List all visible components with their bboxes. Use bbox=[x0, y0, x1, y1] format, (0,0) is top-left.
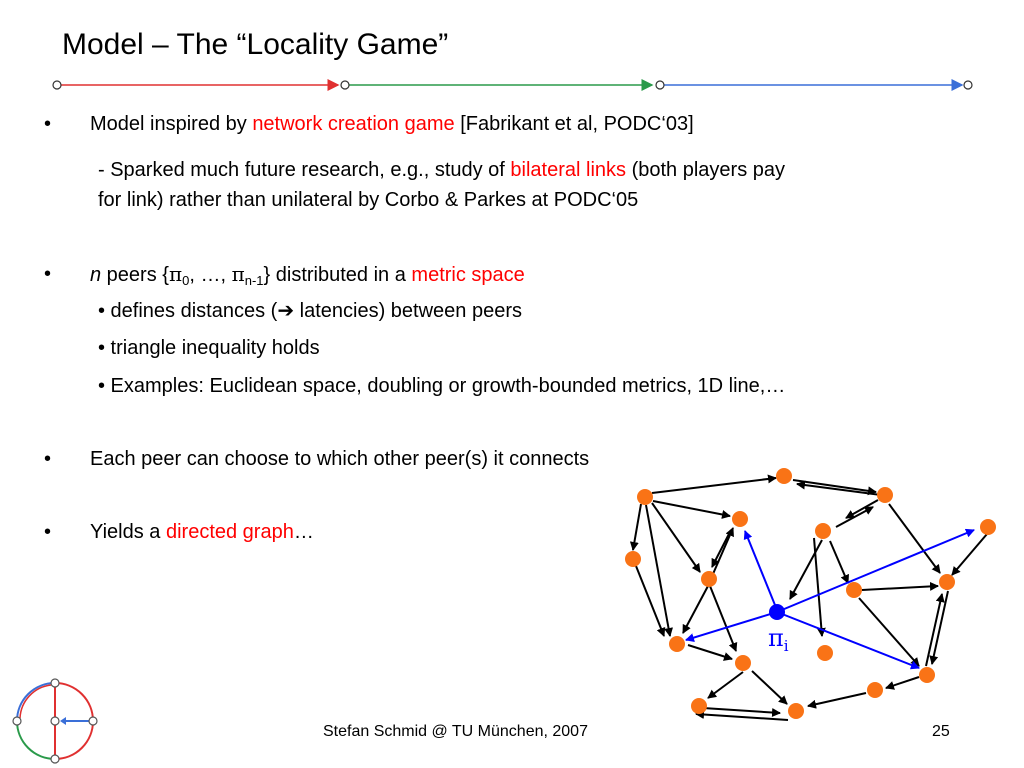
highlight-metric-space: metric space bbox=[411, 264, 525, 286]
pi-i-label: πi bbox=[768, 624, 789, 655]
bullet-marker: • bbox=[44, 263, 52, 285]
bullet-peer-choice: Each peer can choose to which other peer… bbox=[90, 448, 590, 470]
sub-bullet-examples: • Examples: Euclidean space, doubling or… bbox=[98, 375, 786, 397]
sub-bullet-bilateral-line1: - Sparked much future research, e.g., st… bbox=[98, 159, 786, 181]
highlight-bilateral-links: bilateral links bbox=[510, 159, 627, 181]
footer-author: Stefan Schmid @ TU München, 2007 bbox=[323, 723, 588, 740]
arrow-icon: ➔ bbox=[277, 300, 295, 322]
title-underline-bar bbox=[52, 79, 973, 91]
bullet-marker: • bbox=[44, 113, 52, 135]
page-number: 25 bbox=[932, 723, 950, 740]
bullet-peers-metric-space: n peers {π0, …, πn-1} distributed in a m… bbox=[90, 262, 525, 288]
tu-muenchen-logo bbox=[12, 678, 98, 764]
highlight-network-creation-game: network creation game bbox=[252, 113, 455, 135]
bullet-directed-graph: Yields a directed graph… bbox=[90, 521, 314, 543]
bullet-marker: • bbox=[44, 448, 52, 470]
sub-bullet-distances: • defines distances (➔ latencies) betwee… bbox=[98, 300, 523, 322]
sub-bullet-bilateral-line2: for link) rather than unilateral by Corb… bbox=[98, 189, 639, 211]
highlight-directed-graph: directed graph bbox=[165, 521, 294, 543]
directed-graph-diagram bbox=[625, 468, 996, 721]
bullet-network-creation-game: Model inspired by network creation game … bbox=[90, 113, 694, 135]
sub-bullet-triangle: • triangle inequality holds bbox=[98, 337, 320, 359]
bullet-marker: • bbox=[44, 521, 52, 543]
slide-title: Model – The “Locality Game” bbox=[62, 28, 449, 61]
